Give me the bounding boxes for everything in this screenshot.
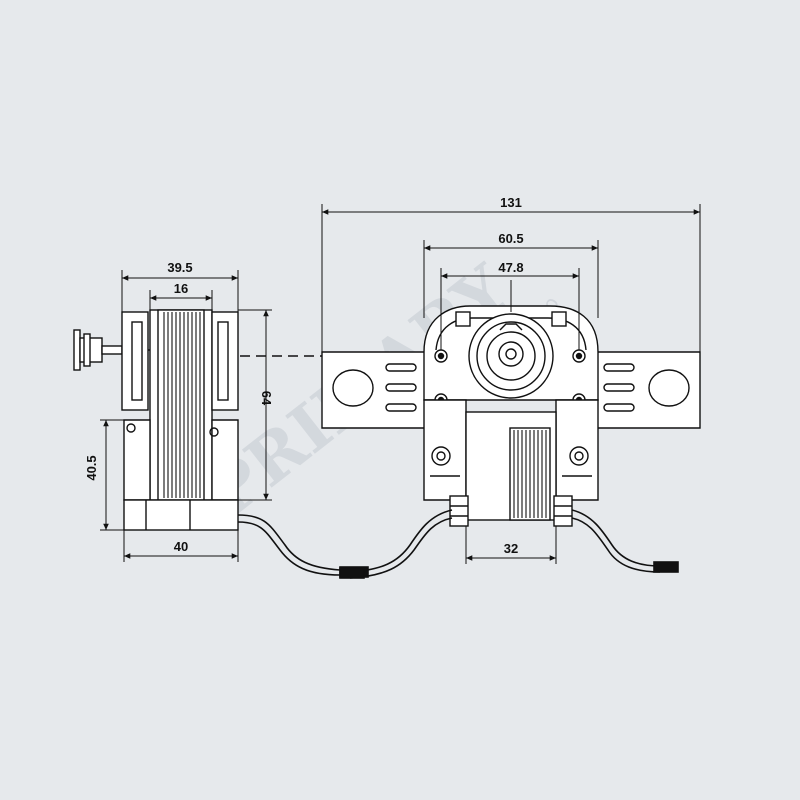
dim-side-core-width: 16 <box>174 281 188 296</box>
terminal-block <box>123 499 239 531</box>
dim-side-base-width: 40 <box>174 539 188 554</box>
lamination-stack <box>149 309 213 501</box>
front-view <box>321 204 701 579</box>
side-view <box>73 270 369 578</box>
dim-front-overall-width: 131 <box>500 195 522 210</box>
front-lead-wires <box>339 509 679 579</box>
mount-hole-left <box>332 369 374 407</box>
dim-side-width-top: 39.5 <box>167 260 192 275</box>
lower-legs <box>423 399 599 501</box>
mount-hole-right <box>648 369 690 407</box>
front-dimension-lines <box>321 204 701 564</box>
dim-side-height: 64 <box>259 391 274 406</box>
dim-side-lower-height: 40.5 <box>84 455 99 480</box>
dim-front-coil-width: 32 <box>504 541 518 556</box>
dim-front-inner-width: 47.8 <box>498 260 523 275</box>
side-dimension-lines <box>100 270 272 562</box>
mounting-plate <box>321 351 701 429</box>
shaft <box>498 341 524 367</box>
front-wire-end-right <box>653 561 679 573</box>
terminal-tabs <box>449 495 573 527</box>
dim-front-mid-width: 60.5 <box>498 231 523 246</box>
front-wire-end-left <box>339 567 365 579</box>
coil <box>465 411 557 521</box>
